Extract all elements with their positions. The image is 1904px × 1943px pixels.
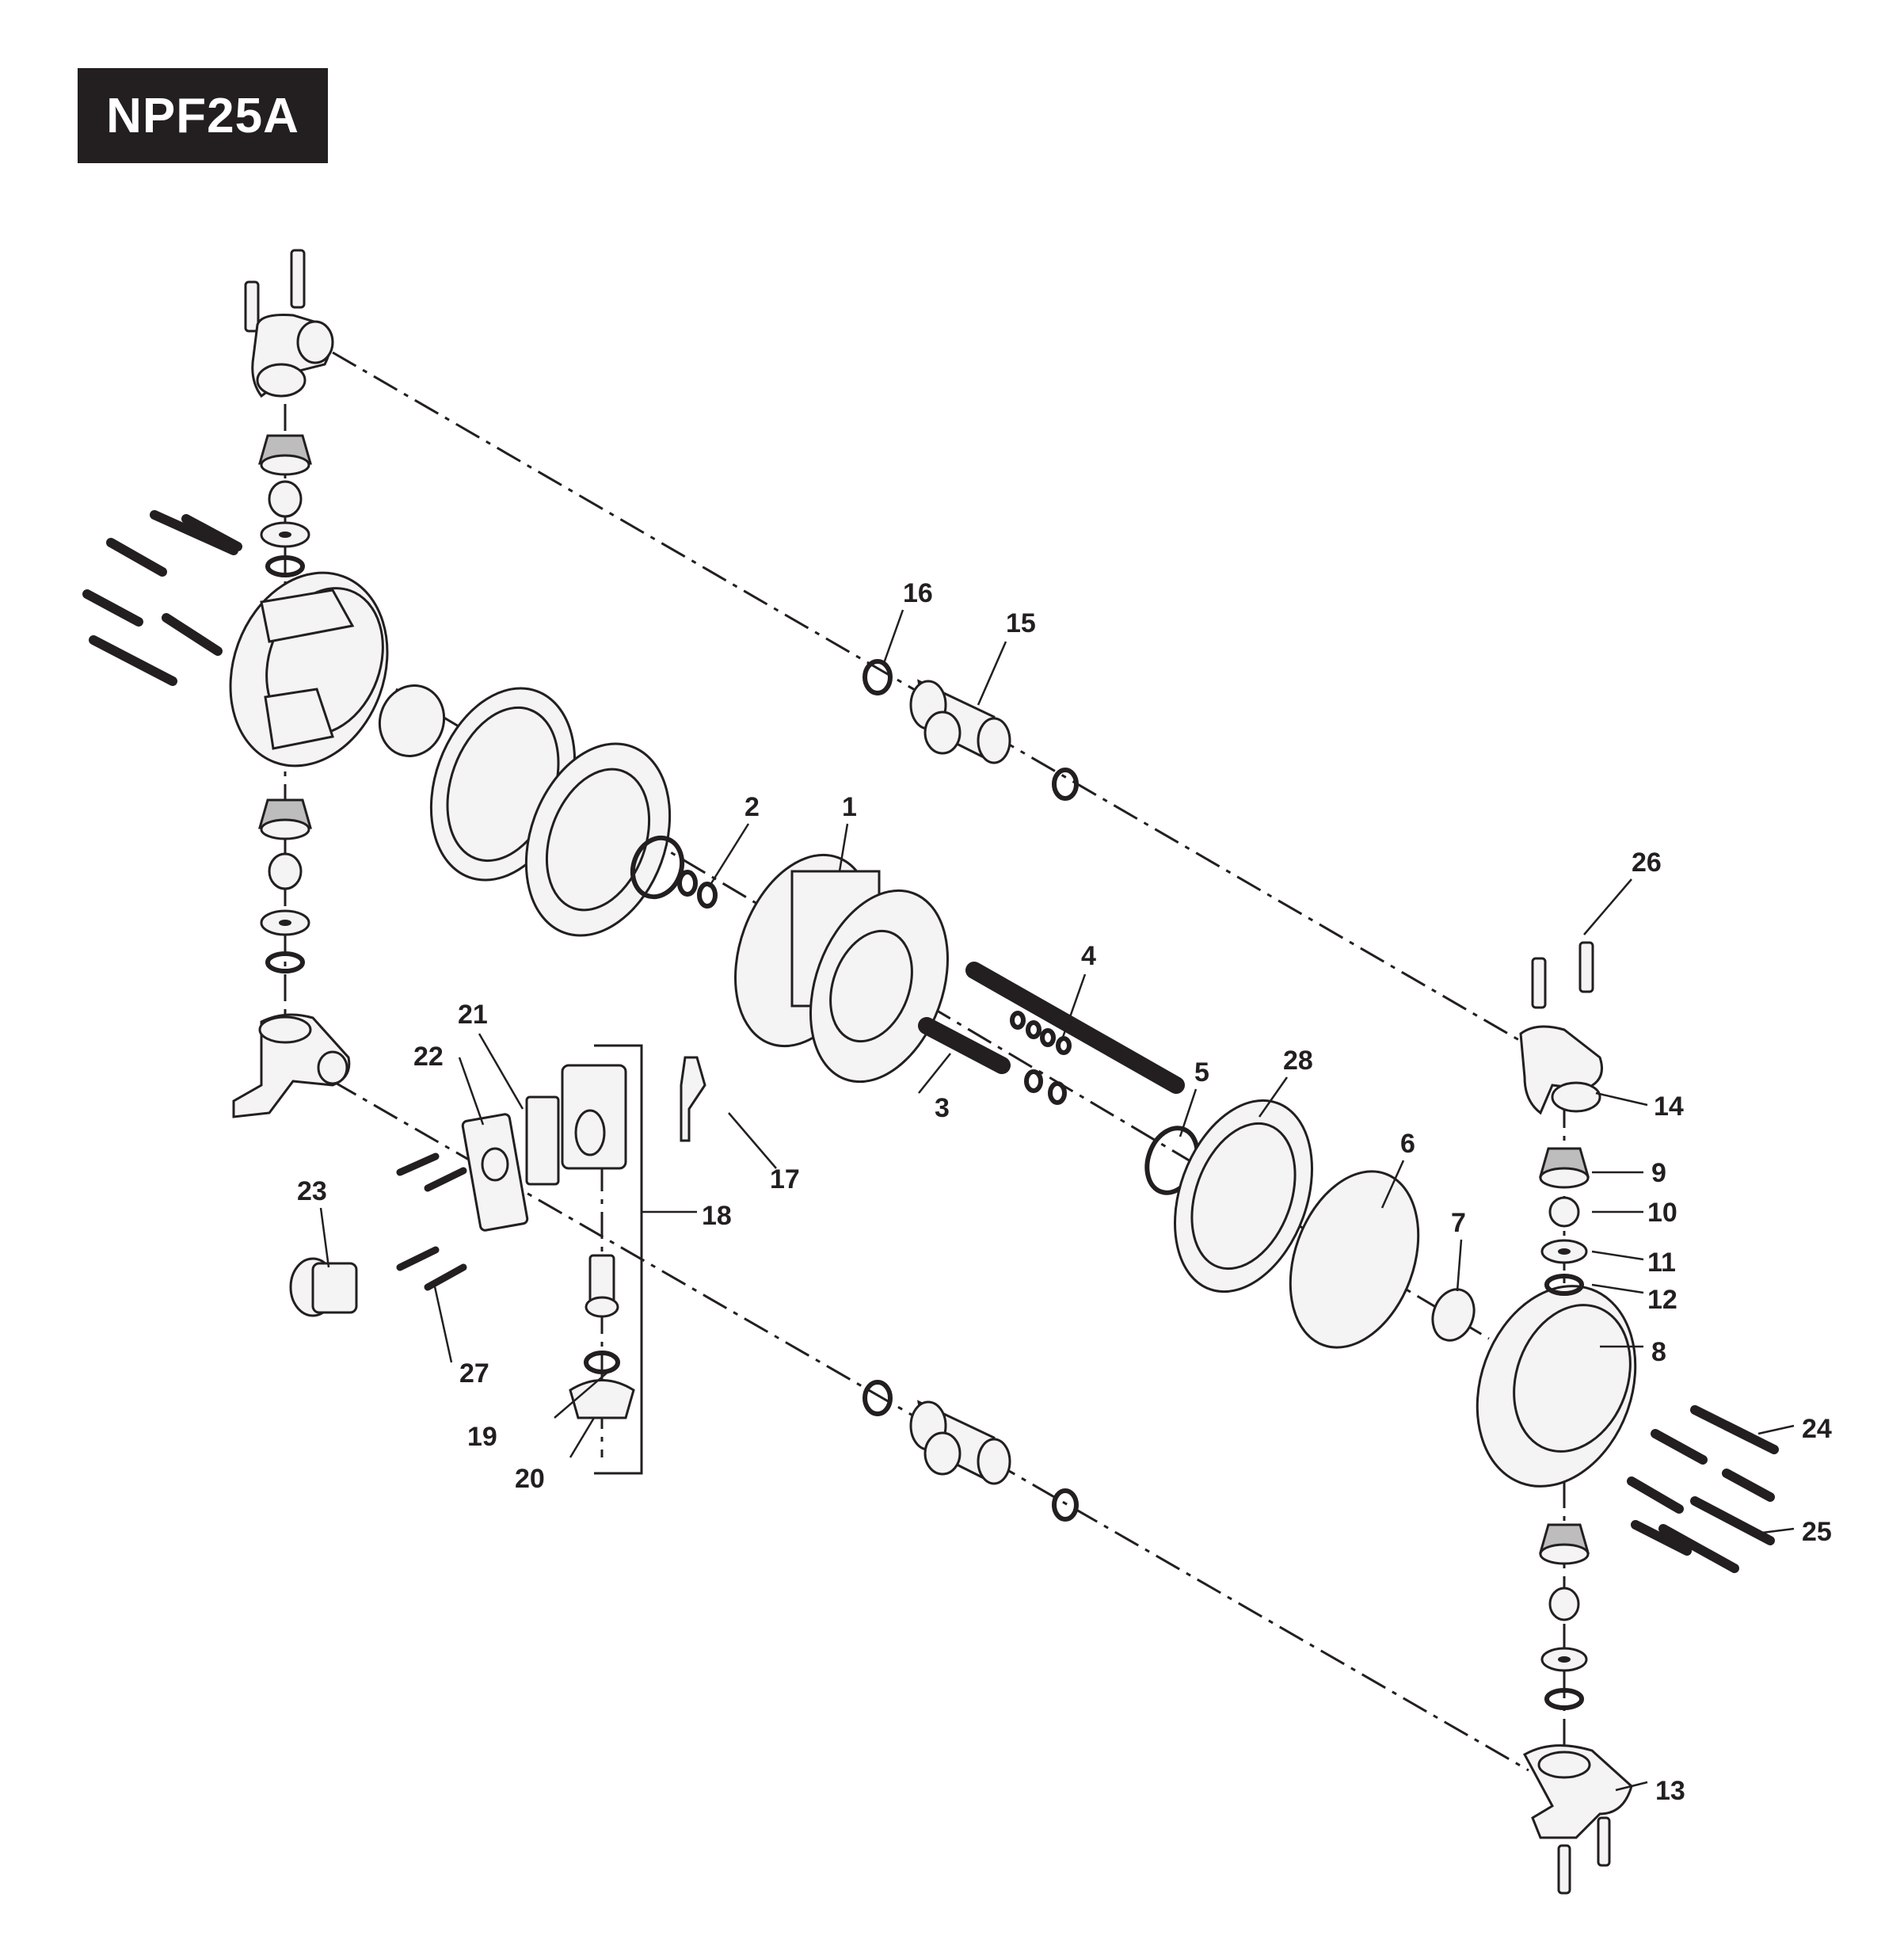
callout-18: 18 (702, 1201, 732, 1231)
callout-20: 20 (515, 1464, 545, 1494)
callout-28: 28 (1283, 1046, 1313, 1076)
left-upper-valve-stack (258, 434, 312, 577)
callout-labels: 16 15 2 1 4 3 5 28 6 7 8 9 10 11 12 13 1… (297, 578, 1832, 1806)
callout-1: 1 (842, 792, 857, 822)
callout-21: 21 (458, 1000, 488, 1030)
right-diaphragm-set (1144, 1099, 1476, 1349)
callout-4: 4 (1081, 941, 1096, 971)
right-outer-chamber (1476, 1285, 1637, 1488)
callout-12: 12 (1647, 1285, 1677, 1315)
callout-5: 5 (1194, 1057, 1209, 1088)
right-upper-valve-stack (1539, 1147, 1590, 1296)
callout-25: 25 (1802, 1517, 1832, 1547)
left-chamber-bolts (82, 510, 242, 686)
callout-9: 9 (1651, 1158, 1666, 1188)
callout-22: 22 (413, 1042, 444, 1072)
callout-13: 13 (1655, 1776, 1685, 1806)
center-section (734, 853, 949, 1084)
muffler-and-screws (289, 1152, 467, 1317)
lower-tee (863, 1380, 1079, 1522)
callout-23: 23 (297, 1176, 327, 1206)
left-outer-chamber (229, 571, 389, 768)
left-diaphragm-set (378, 684, 718, 937)
assembly-axes (284, 351, 1566, 1772)
callout-27: 27 (459, 1358, 489, 1389)
callout-7: 7 (1451, 1208, 1466, 1238)
upper-tee (863, 659, 1079, 801)
callout-11: 11 (1647, 1248, 1676, 1278)
left-lower-valve-stack (258, 798, 312, 973)
callout-17: 17 (770, 1164, 800, 1194)
callout-15: 15 (1006, 608, 1036, 638)
callout-3: 3 (935, 1093, 950, 1123)
left-top-manifold (244, 249, 334, 398)
right-chamber-bolts (1627, 1405, 1779, 1573)
air-valve-assembly (461, 1044, 706, 1475)
callout-6: 6 (1400, 1129, 1415, 1159)
leader-lines (319, 609, 1795, 1792)
callout-16: 16 (903, 578, 933, 608)
callout-2: 2 (744, 792, 760, 822)
right-lower-valve-stack (1539, 1523, 1590, 1710)
callout-26: 26 (1632, 848, 1662, 878)
callout-19: 19 (467, 1422, 497, 1452)
callout-8: 8 (1651, 1337, 1666, 1367)
left-bottom-manifold (232, 1013, 351, 1118)
model-title: NPF25A (106, 88, 299, 143)
callout-10: 10 (1647, 1198, 1677, 1228)
shaft-and-pilot (918, 962, 1185, 1105)
model-title-badge: NPF25A (78, 68, 328, 163)
right-top-manifold (1519, 941, 1603, 1115)
right-bottom-manifold (1522, 1744, 1633, 1895)
callout-14: 14 (1654, 1092, 1684, 1122)
callout-24: 24 (1802, 1414, 1832, 1444)
